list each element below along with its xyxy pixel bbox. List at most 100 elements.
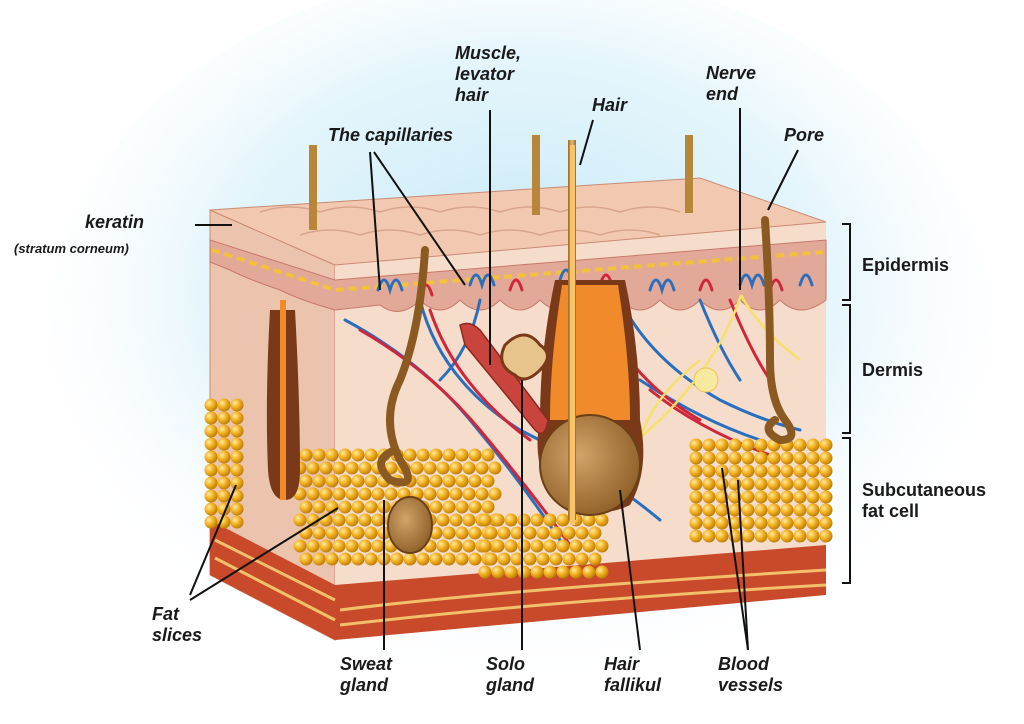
fat-cell	[468, 448, 482, 462]
fat-cell	[780, 503, 794, 517]
fat-cell	[358, 461, 372, 475]
fat-cell	[793, 529, 807, 543]
leader-lines	[189, 108, 851, 651]
fat-cell	[364, 552, 378, 566]
fat-cell	[371, 539, 385, 553]
fat-cell	[767, 529, 781, 543]
fat-cell	[204, 489, 218, 503]
fat-cell	[497, 526, 511, 540]
fat-cell	[449, 487, 463, 501]
fat-cell	[204, 515, 218, 529]
fat-cell	[484, 552, 498, 566]
fat-cell	[517, 539, 531, 553]
fat-cell	[468, 500, 482, 514]
fat-cell	[204, 450, 218, 464]
fat-cell	[793, 503, 807, 517]
label-hair-follicle: Hair fallikul	[604, 654, 661, 696]
fat-cell	[741, 490, 755, 504]
fat-cell	[595, 513, 609, 527]
fat-cell	[806, 503, 820, 517]
fat-cell	[351, 552, 365, 566]
fat-cell	[484, 526, 498, 540]
fat-cell	[217, 476, 231, 490]
fat-cell	[230, 424, 244, 438]
fat-cell	[819, 503, 833, 517]
fat-cell	[358, 487, 372, 501]
fat-cell	[569, 565, 583, 579]
fat-cell	[449, 513, 463, 527]
fat-cell	[715, 503, 729, 517]
label-fat-slices: Fat slices	[152, 604, 202, 646]
hair-follicle	[537, 140, 644, 525]
label-muscle-levator-hair: Muscle, levator hair	[455, 43, 521, 106]
fat-cell	[530, 539, 544, 553]
fat-cell	[689, 516, 703, 530]
fat-cell	[523, 526, 537, 540]
fat-cell	[689, 451, 703, 465]
fat-cell	[455, 500, 469, 514]
fat-cell	[543, 565, 557, 579]
fat-cell	[767, 503, 781, 517]
fat-cell	[780, 477, 794, 491]
fat-cell	[325, 448, 339, 462]
fat-cell	[416, 474, 430, 488]
fat-cell	[819, 490, 833, 504]
fat-cell	[436, 461, 450, 475]
label-line: levator	[455, 64, 515, 84]
fat-cell	[754, 451, 768, 465]
fat-cell	[504, 565, 518, 579]
fat-cell	[455, 526, 469, 540]
fat-cell	[230, 411, 244, 425]
fat-cell	[793, 490, 807, 504]
label-line: Blood	[718, 654, 769, 674]
fat-cell	[481, 448, 495, 462]
fat-cell	[371, 513, 385, 527]
arrector-muscle	[459, 322, 549, 435]
fat-cell	[517, 513, 531, 527]
fat-cell	[217, 515, 231, 529]
fat-cell	[741, 529, 755, 543]
fat-cell	[588, 526, 602, 540]
fat-cell	[312, 474, 326, 488]
fat-cell	[510, 552, 524, 566]
pore-duct	[761, 216, 796, 445]
fat-cell	[312, 526, 326, 540]
fat-cell	[780, 529, 794, 543]
fat-cell	[575, 526, 589, 540]
fat-cell	[217, 411, 231, 425]
fat-cell	[728, 464, 742, 478]
fat-cell	[462, 461, 476, 475]
fat-cell	[345, 539, 359, 553]
fat-cell	[230, 502, 244, 516]
fat-cell	[364, 448, 378, 462]
fat-cell	[491, 565, 505, 579]
fat-cell	[780, 516, 794, 530]
fat-cell	[741, 477, 755, 491]
fat-cell	[338, 526, 352, 540]
fat-cell	[715, 438, 729, 452]
label-line: hair	[455, 85, 489, 105]
fat-cell	[230, 463, 244, 477]
fat-cell	[806, 516, 820, 530]
fat-cell	[325, 526, 339, 540]
fat-cell	[299, 500, 313, 514]
label-line: Nerve	[706, 63, 757, 83]
fat-cell	[449, 539, 463, 553]
fat-cell	[549, 552, 563, 566]
fat-cell	[556, 565, 570, 579]
label-line: end	[706, 84, 739, 104]
fat-cell	[767, 516, 781, 530]
fat-cell	[488, 461, 502, 475]
fat-cell	[403, 448, 417, 462]
fat-cell	[217, 489, 231, 503]
fat-cell	[689, 529, 703, 543]
fat-cell	[689, 477, 703, 491]
label-line: gland	[340, 675, 388, 695]
fat-cell	[588, 552, 602, 566]
label-line: fat cell	[862, 501, 920, 521]
fat-cell	[319, 539, 333, 553]
label-sweat-gland: Sweat gland	[340, 654, 392, 696]
label-line: slices	[152, 625, 203, 645]
fat-cell	[416, 448, 430, 462]
fat-cell	[442, 448, 456, 462]
